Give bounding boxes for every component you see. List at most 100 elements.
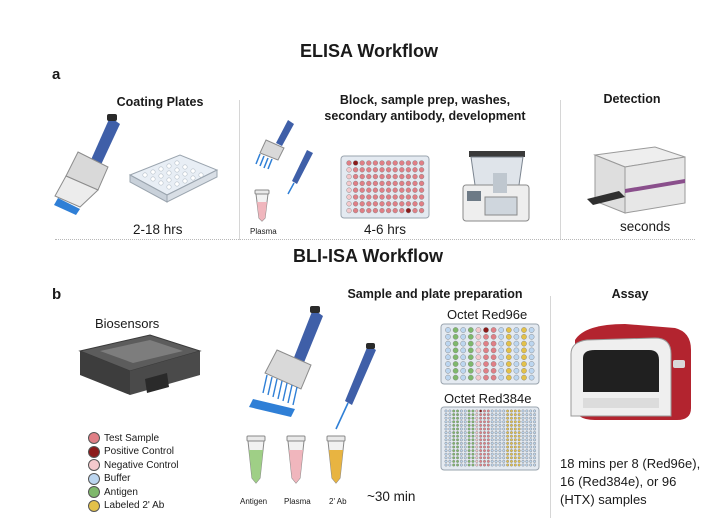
plate-well (444, 459, 448, 463)
plate-well (521, 413, 525, 417)
plate-well (509, 441, 513, 445)
plate-well (460, 340, 467, 347)
plate-well (483, 445, 486, 449)
plate-well (372, 174, 379, 180)
plate-well (456, 452, 459, 456)
plasma-tube-icon (254, 189, 270, 222)
plate-well (463, 452, 467, 456)
plate-well (509, 434, 513, 438)
octet-red96e-label: Octet Red96e (447, 307, 528, 322)
legend-swatch (88, 499, 100, 512)
plate-well (529, 452, 533, 456)
plate-well (359, 207, 365, 214)
plate-well (399, 201, 405, 207)
plate-well (444, 416, 448, 420)
plate-well (486, 427, 490, 431)
plate-well (509, 438, 513, 442)
plate-well (506, 416, 510, 420)
plate-well (392, 201, 398, 207)
plate-well (444, 413, 448, 417)
plate-well (529, 434, 533, 438)
plate-well (533, 459, 537, 463)
plate-well (463, 459, 467, 463)
plate-well (399, 207, 405, 214)
plate-well (467, 459, 471, 463)
plate-well (405, 187, 412, 193)
plate-well (452, 441, 456, 445)
bli-isa-workflow-title: BLI-ISA Workflow (293, 246, 443, 266)
plate-well (498, 420, 502, 424)
plate-well (475, 459, 479, 463)
plate-well (392, 187, 398, 193)
tube-label-2ab: 2' Ab (329, 497, 347, 506)
plate-well (502, 459, 506, 463)
plate-well (479, 409, 483, 413)
plate-well (498, 334, 505, 340)
plate-well (533, 420, 537, 424)
plate-well (405, 194, 412, 200)
plate-well (467, 431, 471, 435)
plate-well (521, 347, 527, 354)
plate-well (448, 423, 452, 427)
plate-well (502, 452, 506, 456)
plate-reader-icon (587, 146, 686, 214)
plate-well (448, 434, 452, 438)
plate-well (502, 441, 506, 445)
plate-well (448, 456, 452, 460)
plate-well (463, 413, 467, 417)
plate-well (475, 438, 479, 442)
plate-well (521, 423, 525, 427)
plate-well (459, 409, 463, 413)
plate-well (509, 459, 513, 463)
plate-well (444, 427, 448, 431)
plate-well (502, 413, 506, 417)
plate-well (517, 452, 521, 456)
plate-well (471, 420, 475, 424)
plate-well (525, 434, 529, 438)
plate-well (346, 180, 352, 187)
single-pipette-icon (287, 150, 313, 195)
plate-well (467, 423, 471, 427)
plate-well (379, 207, 385, 214)
plate-well (385, 160, 392, 166)
plate-well (483, 463, 486, 467)
plate-well (452, 340, 459, 347)
plate-well (506, 334, 512, 340)
plate-well (385, 187, 392, 193)
plate-well (513, 340, 520, 347)
plate-well (525, 459, 529, 463)
octet-instrument-icon (570, 324, 691, 420)
plate-well (385, 201, 392, 207)
plate-well (533, 438, 537, 442)
plate-well (498, 438, 502, 442)
multichannel-pipette-icon (54, 114, 120, 215)
plate-well (498, 431, 502, 435)
plate-well (483, 438, 486, 442)
plate-well (502, 427, 506, 431)
plate-well (456, 463, 459, 467)
plate-well (490, 413, 494, 417)
plate-well (502, 449, 506, 453)
plate-well (509, 445, 513, 449)
plate-well (533, 423, 537, 427)
plate-well (486, 449, 490, 453)
plate-well (509, 420, 513, 424)
plate-well (475, 334, 482, 340)
plate-well (494, 423, 498, 427)
plate-well (533, 416, 537, 420)
plasma-tube-label: Plasma (250, 227, 277, 236)
plate-well (405, 207, 412, 214)
plate-well (525, 463, 529, 467)
plate-well (490, 459, 494, 463)
plate-well (498, 423, 502, 427)
plate-well (475, 423, 479, 427)
plate-well (385, 194, 392, 200)
plate-well (521, 431, 525, 435)
plate-well (445, 361, 451, 367)
plate-well (445, 374, 451, 381)
plate-well (452, 434, 456, 438)
plate-well (506, 438, 510, 442)
plate-well (490, 416, 494, 420)
plate-well (448, 413, 452, 417)
plate-well (444, 463, 448, 467)
